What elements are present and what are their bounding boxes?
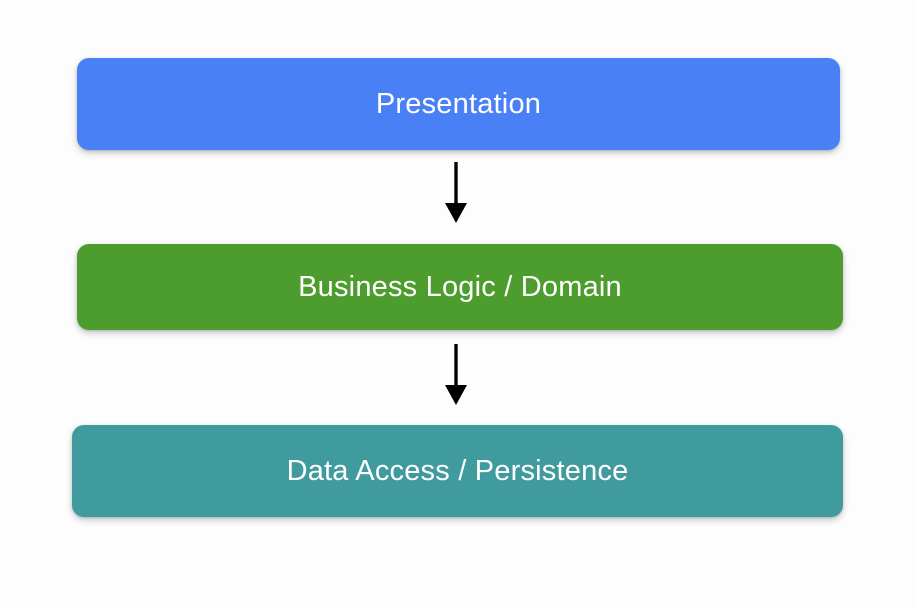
layer-label-presentation: Presentation (375, 87, 542, 120)
layer-label-data-access: Data Access / Persistence (286, 454, 629, 487)
layer-node-business-logic[interactable]: Business Logic / Domain (77, 244, 843, 330)
layer-node-presentation[interactable]: Presentation (77, 58, 840, 150)
arrow-presentation-to-business (445, 162, 467, 223)
arrow-business-to-data (445, 344, 467, 405)
layer-label-business-logic: Business Logic / Domain (298, 270, 622, 303)
layer-node-data-access[interactable]: Data Access / Persistence (72, 425, 843, 517)
arrow-head-icon (445, 385, 467, 405)
arrow-head-icon (445, 203, 467, 223)
